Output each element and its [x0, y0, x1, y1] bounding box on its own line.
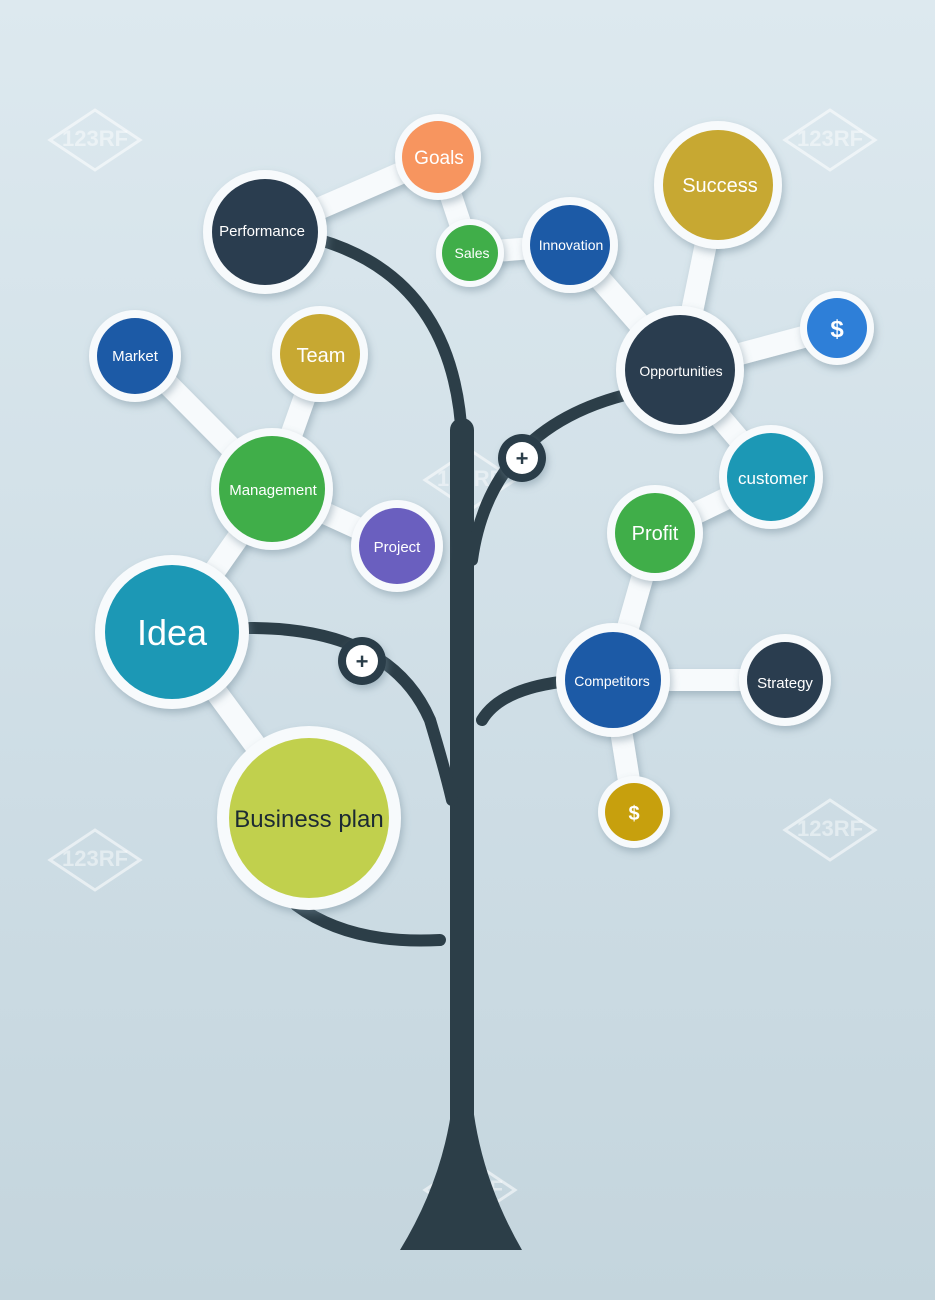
node-strategy-label: Strategy: [757, 675, 813, 692]
node-goals-label: Goals: [414, 148, 464, 169]
node-dollar-top-fill: [807, 298, 867, 358]
node-innovation-label: Innovation: [539, 237, 604, 253]
node-project[interactable]: Project: [351, 500, 443, 592]
watermark-text: 123RF: [62, 126, 128, 151]
node-success-fill: [663, 130, 773, 240]
branch-upper-right: [466, 389, 631, 566]
node-competitors[interactable]: Competitors: [556, 623, 670, 737]
node-sales-fill: [442, 225, 498, 281]
node-performance-label: Performance: [219, 223, 305, 240]
node-sales[interactable]: Sales: [436, 219, 504, 287]
node-business-plan-fill: [229, 738, 389, 898]
expand-button-upper[interactable]: +: [498, 434, 546, 482]
node-opportunities-label: Opportunities: [639, 363, 722, 379]
node-team-fill: [280, 314, 360, 394]
expand-button-lower[interactable]: +: [338, 637, 386, 685]
branch-performance: [314, 234, 468, 446]
node-team-label: Team: [297, 345, 346, 367]
node-success-label: Success: [682, 175, 758, 197]
node-customer[interactable]: customer: [719, 425, 823, 529]
node-market-fill: [97, 318, 173, 394]
node-business-plan[interactable]: Business plan: [217, 726, 401, 910]
node-idea-fill: [105, 565, 239, 699]
node-success[interactable]: Success: [654, 121, 782, 249]
node-market-label: Market: [112, 348, 159, 365]
node-dollar-bottom-fill: [605, 783, 663, 841]
node-customer-label: customer: [738, 469, 808, 488]
node-management-label: Management: [229, 482, 317, 499]
node-management[interactable]: Management: [211, 428, 333, 550]
watermark-text: 123RF: [797, 816, 863, 841]
branch-business-plan: [290, 899, 446, 947]
trunk-base: [400, 1060, 522, 1250]
node-project-label: Project: [374, 539, 422, 556]
node-opportunities-fill: [625, 315, 735, 425]
node-strategy[interactable]: Strategy: [739, 634, 831, 726]
node-idea[interactable]: Idea: [95, 555, 249, 709]
watermark-text: 123RF: [797, 126, 863, 151]
node-opportunities[interactable]: Opportunities: [616, 306, 744, 434]
node-strategy-fill: [747, 642, 823, 718]
node-performance-fill: [212, 179, 318, 285]
node-sales-label: Sales: [454, 245, 489, 261]
node-market[interactable]: Market: [89, 310, 181, 402]
node-profit-fill: [615, 493, 695, 573]
node-team[interactable]: Team: [272, 306, 368, 402]
node-innovation-fill: [530, 205, 610, 285]
dollar-icon: $: [830, 316, 844, 343]
node-competitors-label: Competitors: [574, 673, 649, 689]
branch-competitors: [476, 676, 566, 726]
node-goals[interactable]: Goals: [395, 114, 481, 200]
node-customer-fill: [727, 433, 815, 521]
node-profit-label: Profit: [632, 523, 679, 545]
node-project-fill: [359, 508, 435, 584]
node-goals-fill: [402, 121, 474, 193]
plus-icon: +: [356, 649, 369, 674]
watermark-text: 123RF: [62, 846, 128, 871]
node-business-plan-label: Business plan: [234, 806, 383, 833]
node-dollar-bottom[interactable]: $: [598, 776, 670, 848]
node-idea-label: Idea: [137, 612, 208, 653]
node-competitors-fill: [565, 632, 661, 728]
tree-trunk: [244, 234, 631, 1250]
node-management-fill: [219, 436, 325, 542]
node-performance[interactable]: Performance: [203, 170, 327, 294]
node-innovation[interactable]: Innovation: [522, 197, 618, 293]
node-profit[interactable]: Profit: [607, 485, 703, 581]
branch-idea: [244, 622, 458, 806]
plus-icon: +: [516, 446, 529, 471]
dollar-icon: $: [628, 803, 639, 825]
node-dollar-top[interactable]: $: [800, 291, 874, 365]
